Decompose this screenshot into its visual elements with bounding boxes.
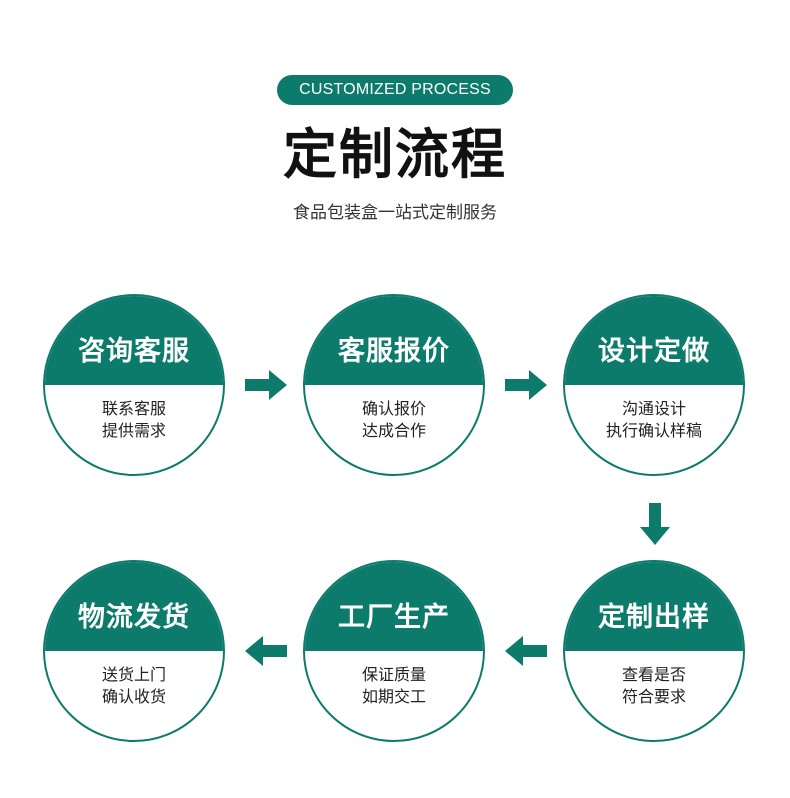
- step-description: 联系客服 提供需求: [45, 398, 223, 442]
- process-badge: CUSTOMIZED PROCESS: [277, 75, 513, 105]
- step-header: [305, 296, 483, 385]
- step-title: 客服报价: [338, 336, 450, 367]
- step-design: 设计定做 沟通设计 执行确认样稿: [563, 294, 745, 476]
- step-line: 符合要求: [621, 687, 686, 706]
- step-consult: 咨询客服 联系客服 提供需求: [43, 294, 225, 476]
- step-title: 物流发货: [78, 602, 190, 633]
- step-line: 执行确认样稿: [605, 421, 702, 440]
- step-sample: 定制出样 查看是否 符合要求: [563, 560, 745, 742]
- arrow-icon: [245, 370, 287, 400]
- step-header: [45, 562, 223, 651]
- step-line: 送货上门: [101, 665, 166, 684]
- step-description: 保证质量 如期交工: [305, 664, 483, 708]
- step-title: 咨询客服: [78, 336, 190, 367]
- page-title: 定制流程: [283, 123, 507, 186]
- step-line: 沟通设计: [621, 399, 686, 418]
- step-title: 设计定做: [598, 336, 710, 367]
- arrow-icon: [245, 636, 287, 666]
- step-line: 达成合作: [361, 421, 426, 440]
- step-header: [45, 296, 223, 385]
- page-subtitle: 食品包装盒一站式定制服务: [293, 203, 497, 223]
- step-header: [565, 296, 743, 385]
- step-line: 查看是否: [621, 665, 686, 684]
- step-production: 工厂生产 保证质量 如期交工: [303, 560, 485, 742]
- step-header: [565, 562, 743, 651]
- step-header: [305, 562, 483, 651]
- arrow-icon: [505, 370, 547, 400]
- step-description: 沟通设计 执行确认样稿: [565, 398, 743, 442]
- step-description: 送货上门 确认收货: [45, 664, 223, 708]
- step-line: 确认报价: [361, 399, 426, 418]
- step-shipping: 物流发货 送货上门 确认收货: [43, 560, 225, 742]
- step-line: 确认收货: [101, 687, 166, 706]
- step-line: 如期交工: [361, 687, 426, 706]
- arrow-icon: [505, 636, 547, 666]
- step-quote: 客服报价 确认报价 达成合作: [303, 294, 485, 476]
- step-title: 工厂生产: [338, 602, 450, 633]
- step-line: 保证质量: [361, 665, 426, 684]
- step-line: 联系客服: [101, 399, 166, 418]
- step-line: 提供需求: [101, 421, 166, 440]
- arrow-icon: [640, 503, 670, 545]
- step-title: 定制出样: [598, 602, 710, 633]
- step-description: 查看是否 符合要求: [565, 664, 743, 708]
- step-description: 确认报价 达成合作: [305, 398, 483, 442]
